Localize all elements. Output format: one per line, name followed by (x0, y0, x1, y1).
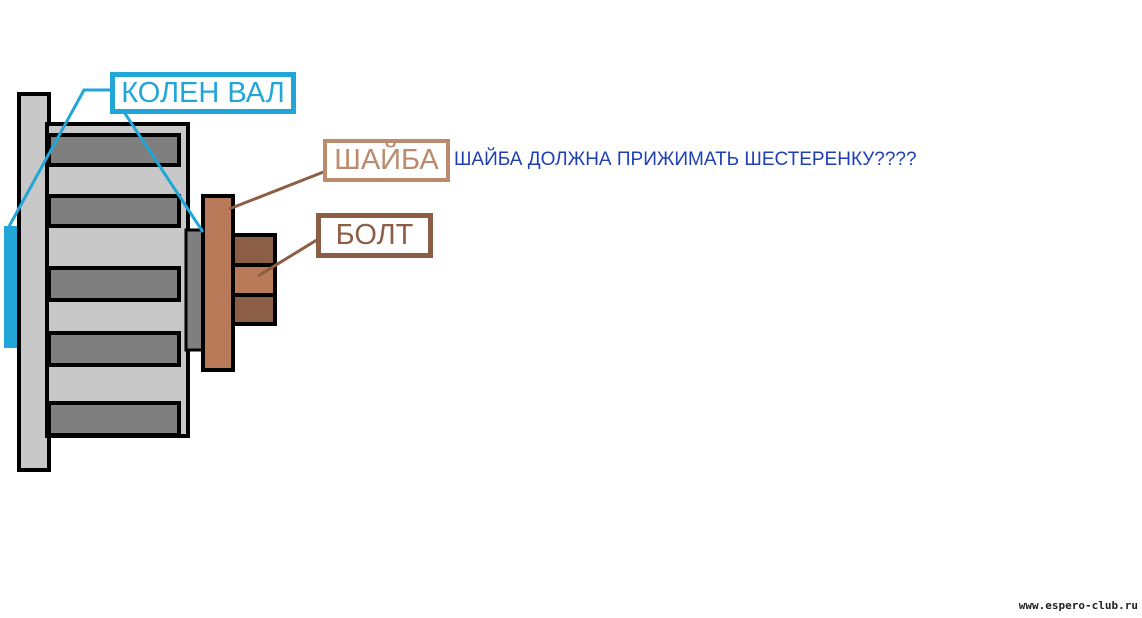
gear-tooth (47, 266, 181, 302)
bolt-segment (231, 233, 277, 267)
bolt-leader (257, 236, 321, 278)
gear-hub (184, 228, 205, 352)
bolt-head (231, 233, 277, 326)
crankshaft-edge (4, 226, 18, 348)
gear-tooth (47, 194, 181, 228)
gear-tooth (47, 401, 181, 437)
watermark: www.espero-club.ru (1018, 599, 1138, 612)
question-text: ШАЙБА ДОЛЖНА ПРИЖИМАТЬ ШЕСТЕРЕНКУ???? (454, 149, 917, 170)
gear-tooth (47, 331, 181, 367)
crankshaft-leader-left (4, 88, 111, 233)
washer-label: ШАЙБА (323, 139, 450, 182)
bolt-label: БОЛТ (316, 213, 433, 258)
washer (201, 194, 235, 372)
crankshaft-label: КОЛЕН ВАЛ (110, 72, 296, 114)
gear-teeth (47, 133, 181, 437)
gear-tooth (47, 133, 181, 167)
bolt-segment (231, 293, 277, 326)
washer-leader (228, 169, 327, 211)
pulley-plate (17, 92, 51, 472)
